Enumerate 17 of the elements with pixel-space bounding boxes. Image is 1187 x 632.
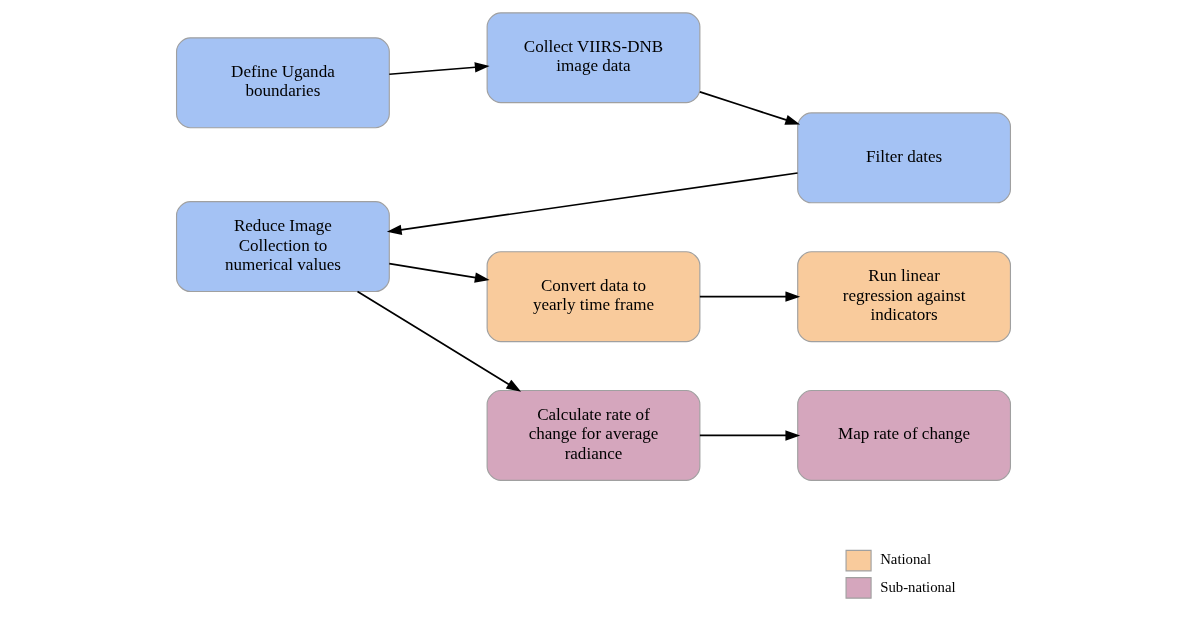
node-box: Convert data to yearly time frame — [486, 251, 701, 343]
legend-label: National — [880, 551, 932, 568]
arrow — [699, 430, 801, 441]
arrow — [699, 291, 801, 302]
node-box: Run linear regression against indicators — [797, 251, 1012, 343]
legend-label: Sub-national — [880, 578, 956, 595]
arrow — [386, 172, 799, 235]
arrow — [388, 262, 490, 283]
node-box: Collect VIIRS-DNB image data — [486, 12, 701, 104]
node-box: Define Uganda boundaries — [176, 37, 390, 129]
arrow — [699, 91, 801, 125]
arrow — [388, 62, 490, 76]
node-box: Calculate rate of change for average radiance — [486, 389, 701, 481]
arrow — [356, 290, 522, 392]
node-box: Reduce Image Collection to numerical values — [176, 201, 390, 293]
node-box: Map rate of change — [797, 389, 1012, 481]
node-box: Filter dates — [797, 112, 1012, 204]
